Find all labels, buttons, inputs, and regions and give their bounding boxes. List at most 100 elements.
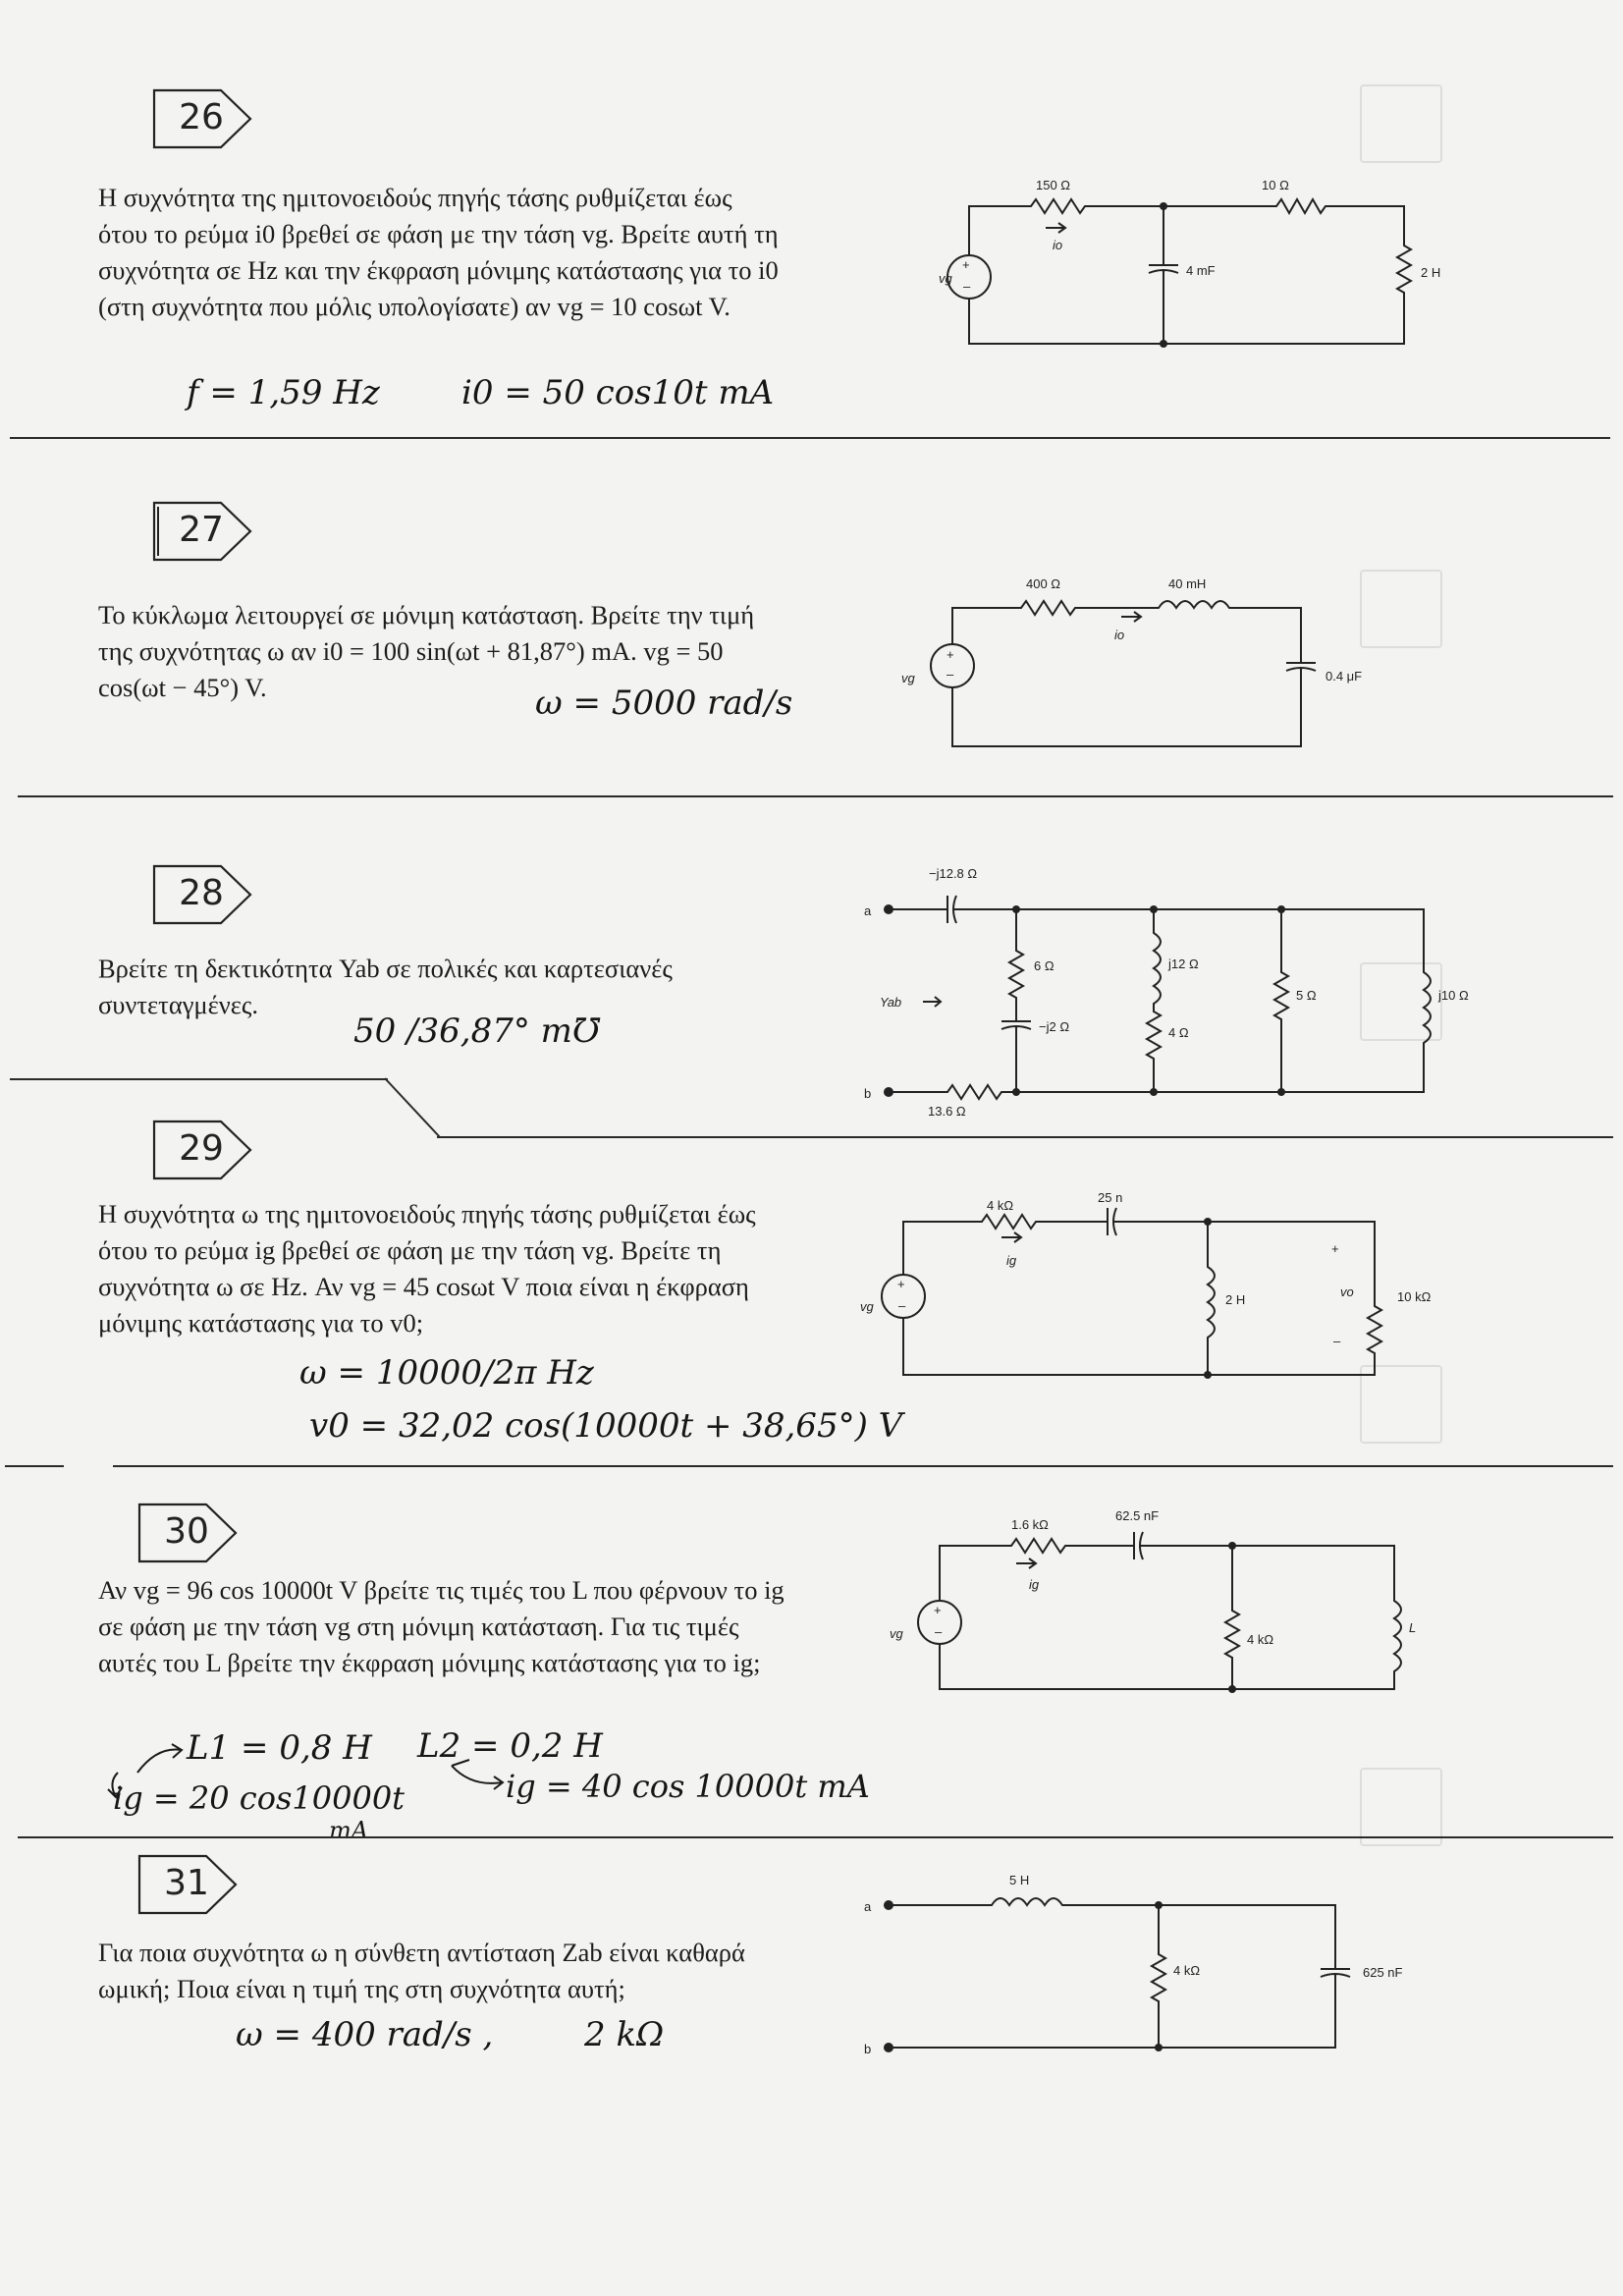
- inductor-label: 2 H: [1421, 265, 1440, 280]
- divider-line: [18, 1836, 1613, 1838]
- capacitor-label: 4 mF: [1186, 263, 1216, 278]
- svg-text:–: –: [935, 1624, 943, 1639]
- source-label: vg: [860, 1299, 875, 1314]
- handwritten-answer: 50 /36,87° m℧: [353, 1011, 601, 1051]
- inductor-label: L: [1409, 1620, 1416, 1635]
- ghost-badge: [1360, 570, 1442, 648]
- problem-number-badge: 28: [152, 864, 260, 927]
- problem-number: 27: [179, 510, 224, 550]
- divider-line: [437, 1136, 1613, 1138]
- handwritten-answer: ω = 10000/2π Hz: [299, 1353, 594, 1393]
- resistor-label: 4 kΩ: [987, 1198, 1013, 1213]
- handwritten-answer: ω = 400 rad/s ,: [236, 2015, 494, 2054]
- current-label: io: [1053, 238, 1062, 252]
- resistor-label: 400 Ω: [1026, 576, 1060, 591]
- problem-statement: Το κύκλωμα λειτουργεί σε μόνιμη κατάστασ…: [98, 600, 755, 702]
- capacitor-label: −j2 Ω: [1039, 1019, 1069, 1034]
- ghost-badge: [1360, 1768, 1442, 1846]
- admittance-label: Yab: [880, 995, 901, 1010]
- source-label: vg: [939, 271, 953, 286]
- problem-number: 31: [164, 1863, 209, 1903]
- resistor-label: 10 kΩ: [1397, 1289, 1432, 1304]
- resistor-label: 5 Ω: [1296, 988, 1317, 1003]
- problem-statement: Για ποια συχνότητα ω η σύνθετη αντίσταση…: [98, 1938, 745, 2003]
- circuit-diagram: + – vg 400 Ω 40 mH io 0.4 μF: [864, 574, 1453, 766]
- svg-text:–: –: [947, 667, 954, 682]
- capacitor-label: 0.4 μF: [1325, 669, 1362, 683]
- terminal-label: b: [864, 1086, 871, 1101]
- current-label: ig: [1029, 1577, 1040, 1592]
- ghost-badge: [1360, 962, 1442, 1041]
- capacitor-label: 625 nF: [1363, 1965, 1403, 1980]
- handwritten-answer: L2 = 0,2 H: [417, 1726, 603, 1766]
- svg-text:+: +: [934, 1603, 942, 1617]
- divider-slant: [384, 1077, 441, 1138]
- divider-line: [10, 1078, 388, 1080]
- divider-line: [5, 1465, 64, 1467]
- svg-text:+: +: [962, 257, 970, 272]
- divider-line: [10, 437, 1610, 439]
- inductor-label: j12 Ω: [1167, 957, 1199, 971]
- handwritten-arrows: [107, 1743, 505, 1799]
- terminal-label: a: [864, 1899, 872, 1914]
- terminal-label: a: [864, 903, 872, 918]
- circuit-diagram: a b 5 H 4 kΩ 625 nF: [854, 1861, 1443, 2072]
- source-label: vg: [901, 671, 916, 685]
- problem-statement: Η συχνότητα της ημιτονοειδούς πηγής τάση…: [98, 183, 779, 321]
- resistor-label: 150 Ω: [1036, 178, 1070, 192]
- vo-label: vo: [1340, 1285, 1354, 1299]
- problem-statement: Βρείτε τη δεκτικότητα Yab σε πολικές και…: [98, 954, 673, 1019]
- problem-number: 28: [179, 873, 224, 913]
- resistor-label: 6 Ω: [1034, 958, 1055, 973]
- circuit-diagram: a b −j12.8 Ω 13.6 Ω 6 Ω −j2 Ω j12 Ω 4 Ω …: [854, 864, 1469, 1134]
- svg-text:–: –: [963, 279, 971, 294]
- resistor-label: 4 kΩ: [1173, 1963, 1200, 1978]
- terminal-label: b: [864, 2042, 871, 2056]
- svg-text:–: –: [898, 1298, 906, 1313]
- problem-number: 26: [179, 97, 224, 137]
- circuit-diagram: + – vg 4 kΩ 25 n ig 2 H vo + – 10 kΩ: [854, 1188, 1463, 1390]
- plus-label: +: [1331, 1241, 1339, 1256]
- resistor-label: 13.6 Ω: [928, 1104, 966, 1119]
- resistor-label: 4 kΩ: [1247, 1632, 1273, 1647]
- source-label: vg: [890, 1626, 904, 1641]
- problem-number-badge: 29: [152, 1120, 260, 1182]
- current-label: ig: [1006, 1253, 1017, 1268]
- problem-number: 30: [164, 1511, 209, 1552]
- inductor-label: j10 Ω: [1437, 988, 1469, 1003]
- handwritten-answer: v0 = 32,02 cos(10000t + 38,65°) V: [309, 1406, 903, 1446]
- handwritten-answer: ω = 5000 rad/s: [535, 683, 793, 723]
- problem-number-badge: 30: [137, 1503, 245, 1565]
- problem-number-badge: 31: [137, 1854, 245, 1917]
- ghost-badge: [1360, 1365, 1442, 1444]
- problem-number: 29: [179, 1128, 224, 1169]
- minus-label: –: [1333, 1334, 1341, 1348]
- handwritten-answer: i0 = 50 cos10t mA: [461, 373, 775, 412]
- inductor-label: 2 H: [1225, 1292, 1245, 1307]
- divider-line: [113, 1465, 1613, 1467]
- resistor-label: 10 Ω: [1262, 178, 1289, 192]
- resistor-label: 1.6 kΩ: [1011, 1517, 1049, 1532]
- resistor-label: 4 Ω: [1168, 1025, 1189, 1040]
- divider-line: [18, 795, 1613, 797]
- current-label: io: [1114, 628, 1124, 642]
- inductor-label: 40 mH: [1168, 576, 1206, 591]
- handwritten-answer: ig = 20 cos10000t: [113, 1779, 406, 1817]
- capacitor-label: 25 n: [1098, 1190, 1122, 1205]
- svg-text:+: +: [947, 647, 954, 662]
- circuit-diagram: + – vg 150 Ω 10 Ω io 4 mF 2 H: [864, 167, 1453, 368]
- handwritten-answer: f = 1,59 Hz: [187, 373, 380, 412]
- problem-statement: Αν vg = 96 cos 10000t V βρείτε τις τιμές…: [98, 1575, 784, 1677]
- problem-statement: Η συχνότητα ω της ημιτονοειδούς πηγής τά…: [98, 1199, 756, 1338]
- problem-number-badge: 27: [152, 501, 260, 564]
- problem-number-badge: 26: [152, 88, 260, 151]
- circuit-diagram: + – vg 1.6 kΩ 62.5 nF ig 4 kΩ L: [864, 1503, 1453, 1704]
- svg-text:+: +: [897, 1277, 905, 1291]
- handwritten-answer: ig = 40 cos 10000t mA: [506, 1768, 870, 1805]
- ghost-badge: [1360, 84, 1442, 163]
- handwritten-answer-unit: mA: [329, 1817, 369, 1844]
- capacitor-label: 62.5 nF: [1115, 1508, 1159, 1523]
- capacitor-label: −j12.8 Ω: [929, 866, 977, 881]
- handwritten-answer: 2 kΩ: [584, 2015, 665, 2054]
- inductor-label: 5 H: [1009, 1873, 1029, 1887]
